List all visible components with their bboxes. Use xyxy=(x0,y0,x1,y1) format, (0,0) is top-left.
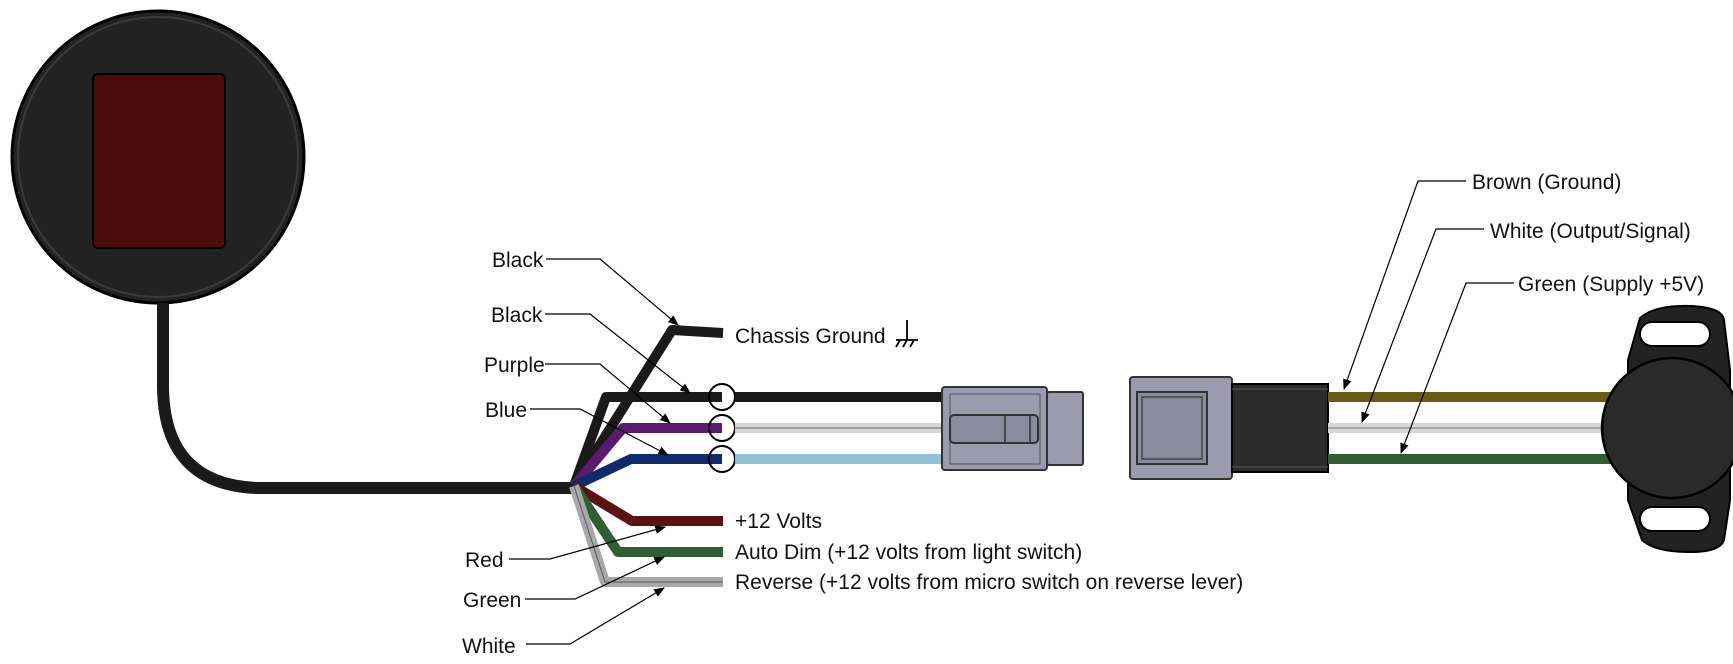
leader-lines-sensor xyxy=(1343,180,1514,455)
labels-gauge: Black Black Purple Blue Red Green White … xyxy=(462,249,1243,658)
sensor-hub xyxy=(1600,356,1733,500)
label-auto-dim: Auto Dim (+12 volts from light switch) xyxy=(735,541,1082,564)
label-purple: Purple xyxy=(484,354,545,377)
connector-gauge-side xyxy=(941,386,1084,471)
connector-sensor-side xyxy=(1129,376,1329,480)
gauge-display xyxy=(92,73,226,249)
wire-green xyxy=(569,483,723,557)
sensor-wires xyxy=(1328,392,1615,464)
label-green-supply: Green (Supply +5V) xyxy=(1518,273,1704,296)
label-blue: Blue xyxy=(485,399,527,422)
connector-wires xyxy=(735,392,942,464)
ground-icon xyxy=(895,320,918,348)
label-black-1: Black xyxy=(492,249,544,272)
sensor xyxy=(1600,304,1733,554)
gauge-cable xyxy=(157,303,575,494)
label-chassis-ground: Chassis Ground xyxy=(735,325,886,348)
gauge-harness xyxy=(569,325,724,587)
gauge xyxy=(10,9,306,305)
leader-lines-gauge xyxy=(509,258,691,645)
sensor-slot-top xyxy=(1639,321,1711,347)
labels-sensor: Brown (Ground) White (Output/Signal) Gre… xyxy=(1472,171,1704,296)
label-white: White xyxy=(462,635,516,658)
wire-red xyxy=(571,481,723,526)
label-black-2: Black xyxy=(491,304,543,327)
sensor-slot-bottom xyxy=(1639,506,1711,532)
label-plus-12-volts: +12 Volts xyxy=(735,510,822,533)
label-red: Red xyxy=(465,549,504,572)
wire-black-ground xyxy=(569,325,724,489)
wire-black-connector xyxy=(569,392,722,488)
label-white-output: White (Output/Signal) xyxy=(1490,220,1691,243)
label-reverse: Reverse (+12 volts from micro switch on … xyxy=(735,571,1243,594)
label-green: Green xyxy=(463,589,521,612)
label-brown-ground: Brown (Ground) xyxy=(1472,171,1621,194)
wire-blue xyxy=(571,454,722,491)
wire-purple xyxy=(570,423,722,490)
